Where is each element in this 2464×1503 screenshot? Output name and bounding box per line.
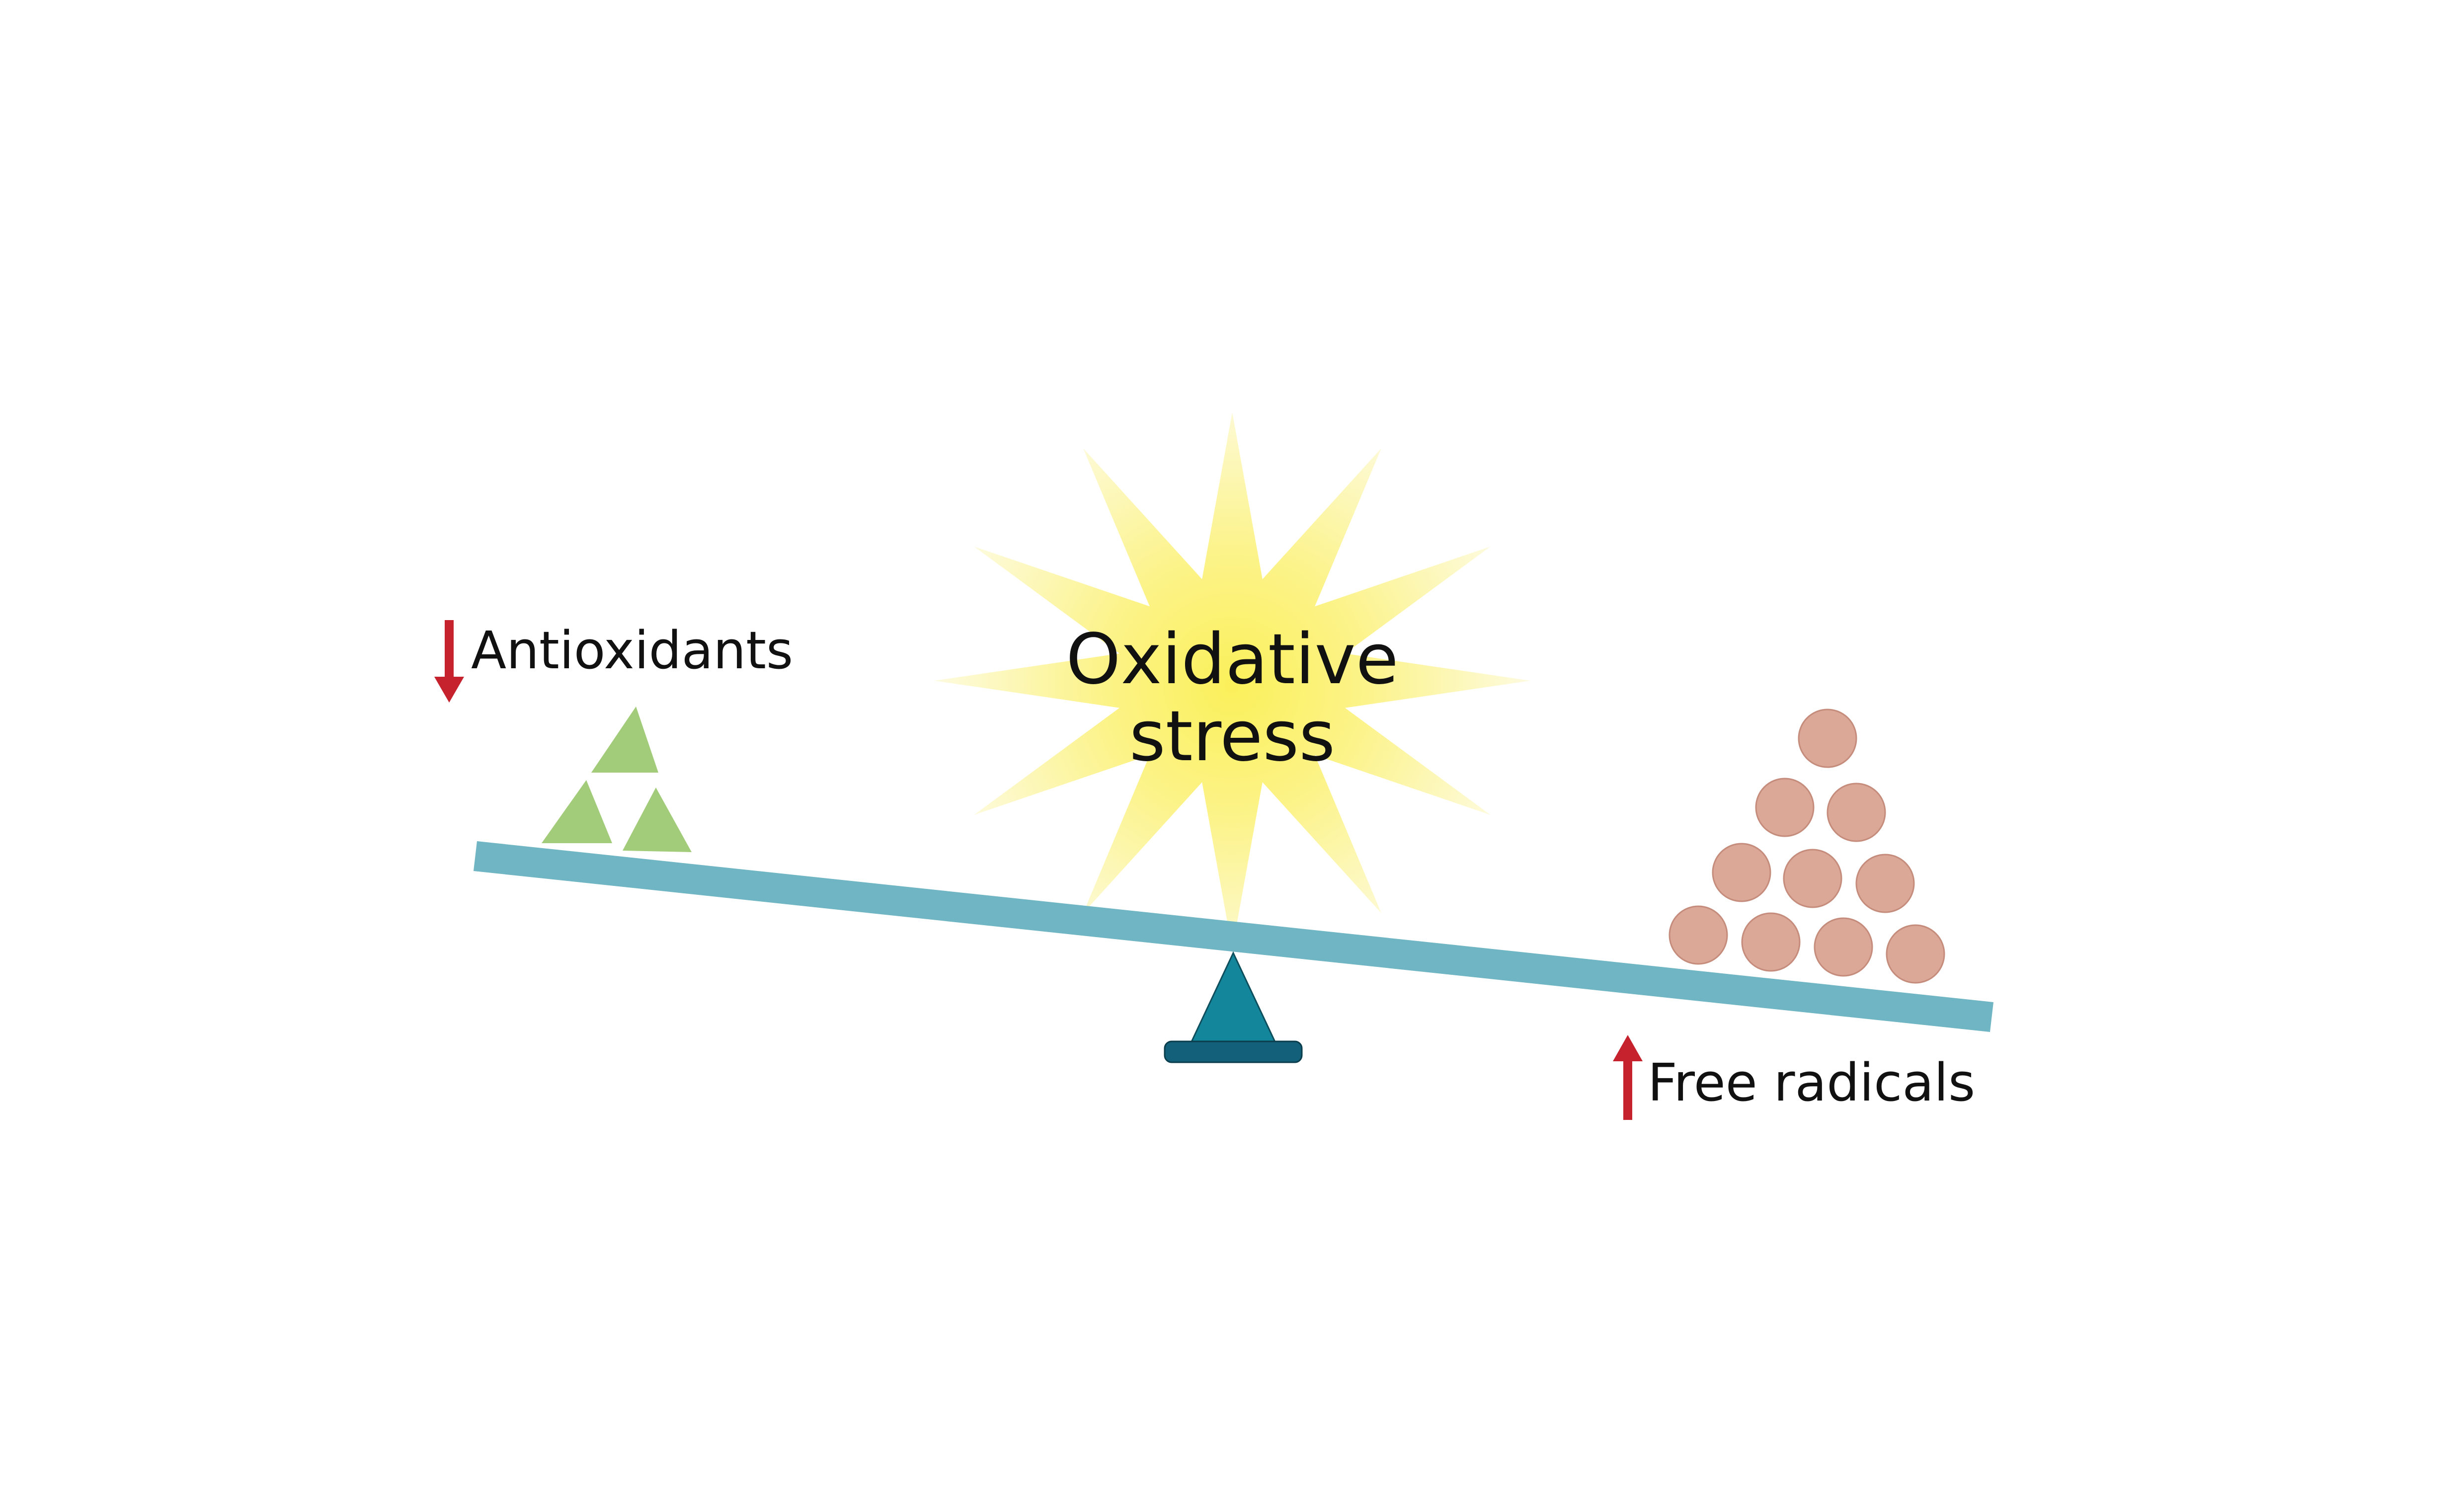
free-radical xyxy=(1855,854,1915,913)
antioxidant-triangle xyxy=(542,780,612,843)
free-radical xyxy=(1798,709,1857,768)
free-radical xyxy=(1886,924,1945,984)
starburst-shape xyxy=(934,412,1530,949)
fulcrum-triangle xyxy=(1189,951,1278,1046)
free-radical xyxy=(1755,778,1815,837)
free-radical xyxy=(1783,849,1842,908)
arrow-down-icon xyxy=(434,620,464,703)
center-label-line2: stress xyxy=(1129,696,1335,777)
free-radical xyxy=(1669,905,1728,965)
arrow-up-icon xyxy=(1613,1035,1643,1120)
free-radical xyxy=(1827,783,1886,842)
fulcrum-base xyxy=(1164,1040,1303,1063)
free-radical xyxy=(1741,912,1801,972)
antioxidant-triangle xyxy=(591,707,658,773)
free-radical-group xyxy=(1669,709,1945,984)
free-radicals-label: Free radicals xyxy=(1648,1052,1975,1113)
free-radical xyxy=(1814,917,1873,977)
free-radical xyxy=(1712,843,1771,902)
antioxidant-group xyxy=(542,707,692,852)
center-label-line1: Oxidative xyxy=(1066,619,1398,700)
antioxidants-label: Antioxidants xyxy=(471,620,793,681)
seesaw-beam xyxy=(474,841,1993,1032)
antioxidant-triangle xyxy=(623,788,692,852)
